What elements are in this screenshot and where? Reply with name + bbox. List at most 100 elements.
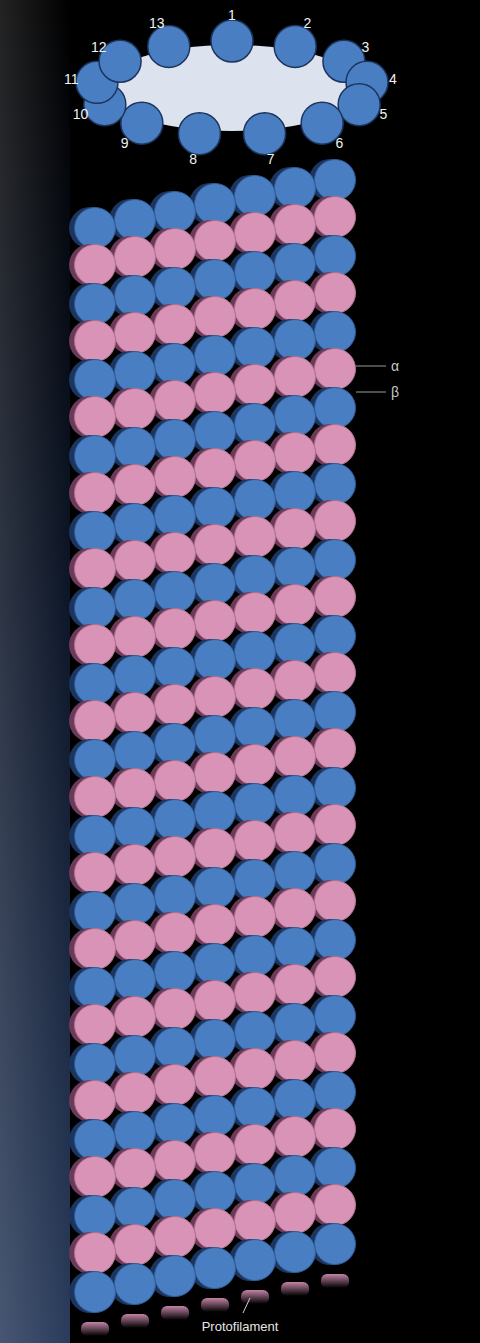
tubulin-subunit: [148, 25, 190, 67]
alpha-tubulin: [189, 563, 236, 605]
subunit-face: [235, 1049, 276, 1090]
subunit-face: [155, 381, 196, 422]
alpha-tubulin: [269, 851, 316, 893]
tubulin-subunit: [274, 25, 316, 67]
subunit-face: [195, 336, 236, 377]
subunit-face: [315, 501, 356, 542]
alpha-tubulin: [269, 1231, 316, 1273]
subunit-face: [75, 1120, 116, 1161]
beta-tubulin: [109, 768, 156, 810]
subunit-face: [315, 236, 356, 277]
alpha-tubulin: [69, 511, 116, 553]
alpha-tubulin: [229, 327, 276, 369]
subunit-face: [275, 433, 316, 474]
subunit-face: [275, 1004, 316, 1045]
subunit-face: [195, 1248, 236, 1289]
alpha-tubulin: [189, 1095, 236, 1137]
subunit-face: [115, 1073, 156, 1114]
beta-tubulin: [69, 320, 116, 362]
subunit-face: [115, 580, 156, 621]
alpha-tubulin: [69, 739, 116, 781]
subunit-face: [315, 768, 356, 809]
subunit-face: [315, 957, 356, 998]
alpha-tubulin: [229, 175, 276, 217]
alpha-tubulin: [149, 343, 196, 385]
beta-tubulin: [189, 980, 236, 1022]
beta-tubulin: [229, 516, 276, 558]
subunit-face: [315, 160, 356, 201]
beta-tubulin: [229, 1200, 276, 1242]
beta-tubulin: [149, 988, 196, 1030]
alpha-tubulin: [109, 1111, 156, 1153]
subunit-face: [315, 312, 356, 353]
alpha-tubulin: [69, 587, 116, 629]
beta-tubulin: [189, 904, 236, 946]
subunit-face: [155, 192, 196, 233]
subunit-label: α: [391, 359, 399, 373]
beta-tubulin: [69, 1080, 116, 1122]
beta-tubulin: [109, 1224, 156, 1266]
subunit-face: [275, 1117, 316, 1158]
alpha-tubulin: [229, 251, 276, 293]
alpha-tubulin: [269, 1079, 316, 1121]
alpha-tubulin: [109, 731, 156, 773]
beta-tubulin: [69, 776, 116, 818]
subunit-face: [315, 1224, 356, 1265]
protofilament-end: [81, 1322, 109, 1336]
alpha-tubulin: [189, 1247, 236, 1289]
subunit-face: [75, 321, 116, 362]
alpha-tubulin: [229, 707, 276, 749]
subunit-face: [195, 601, 236, 642]
beta-tubulin: [229, 820, 276, 862]
protofilament-end: [241, 1290, 269, 1304]
subunit-face: [195, 905, 236, 946]
alpha-tubulin: [69, 1119, 116, 1161]
subunit-face: [315, 1148, 356, 1189]
subunit-face: [235, 1240, 276, 1281]
beta-tubulin: [189, 372, 236, 414]
subunit-face: [195, 488, 236, 529]
leader-line: [243, 1298, 250, 1313]
subunit-face: [115, 389, 156, 430]
subunit-face: [235, 745, 276, 786]
alpha-tubulin: [309, 1071, 356, 1113]
subunit-face: [275, 661, 316, 702]
beta-tubulin: [269, 280, 316, 322]
subunit-face: [75, 397, 116, 438]
beta-tubulin: [109, 312, 156, 354]
beta-tubulin: [269, 1116, 316, 1158]
protofilament-end: [201, 1298, 229, 1312]
beta-tubulin: [189, 600, 236, 642]
subunit-face: [235, 480, 276, 521]
subunit-face: [275, 1232, 316, 1273]
subunit-face: [115, 1188, 156, 1229]
subunit-face: [315, 540, 356, 581]
beta-tubulin: [149, 304, 196, 346]
beta-tubulin: [109, 540, 156, 582]
subunit-face: [315, 1033, 356, 1074]
subunit-face: [75, 853, 116, 894]
subunit-face: [235, 404, 276, 445]
alpha-tubulin: [149, 495, 196, 537]
beta-tubulin: [69, 1156, 116, 1198]
beta-tubulin: [149, 228, 196, 270]
subunit-face: [235, 593, 276, 634]
callout-number: 11: [64, 72, 79, 86]
subunit-face: [315, 729, 356, 770]
alpha-tubulin: [149, 647, 196, 689]
alpha-tubulin: [309, 1147, 356, 1189]
beta-tubulin: [269, 736, 316, 778]
callout-number: 3: [361, 40, 369, 54]
subunit-face: [195, 944, 236, 985]
alpha-tubulin: [149, 1027, 196, 1069]
subunit-face: [195, 829, 236, 870]
alpha-tubulin: [309, 843, 356, 885]
alpha-tubulin: [69, 1271, 116, 1313]
subunit-face: [235, 669, 276, 710]
subunit-face: [235, 517, 276, 558]
beta-tubulin: [229, 212, 276, 254]
subunit-face: [75, 245, 116, 286]
alpha-tubulin: [309, 767, 356, 809]
subunit-face: [115, 1225, 156, 1266]
